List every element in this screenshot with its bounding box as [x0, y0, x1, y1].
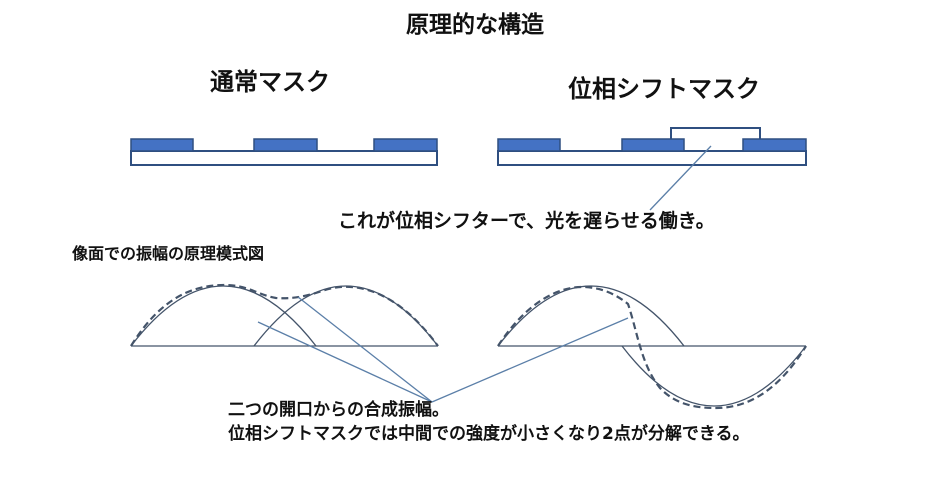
caption-pointer-2 — [257, 321, 433, 403]
normal-amplitude-plot — [130, 283, 439, 347]
amplitude-subtitle: 像面での振幅の原理模式図 — [72, 244, 265, 263]
normal-mask-chrome-1 — [130, 138, 194, 152]
caption-pointer-1 — [297, 296, 433, 403]
psm-chrome-1 — [497, 138, 561, 152]
psm-aperture-1-amplitude — [497, 285, 685, 347]
shifter-pointer — [649, 145, 712, 211]
psm-chrome-2 — [621, 138, 685, 152]
normal-combined-amplitude — [130, 283, 439, 347]
caption-pointer-3 — [431, 317, 629, 403]
psm-chrome-3 — [742, 138, 807, 152]
combined-amplitude-caption-line1: 二つの開口からの合成振幅。 — [228, 400, 449, 420]
phase-shift-mask — [497, 127, 807, 166]
psm-aperture-2-amplitude — [621, 345, 807, 407]
phase-shift-mask-label: 位相シフトマスク — [568, 75, 760, 103]
normal-mask-substrate — [130, 150, 438, 166]
diagram-title: 原理的な構造 — [406, 12, 544, 38]
phase-shifter-note: これが位相シフターで、光を遅らせる働き。 — [338, 210, 715, 232]
normal-mask-label: 通常マスク — [210, 68, 330, 96]
normal-aperture-1-amplitude — [130, 285, 317, 347]
phase-shifter — [670, 127, 761, 139]
psm-amplitude-plot — [497, 285, 807, 410]
normal-mask-chrome-3 — [373, 138, 438, 152]
normal-mask-chrome-2 — [253, 138, 318, 152]
psm-combined-amplitude — [497, 285, 807, 410]
normal-mask — [130, 138, 438, 166]
combined-amplitude-caption-line2: 位相シフトマスクでは中間での強度が小さくなり2点が分解できる。 — [228, 424, 750, 444]
psm-substrate — [497, 150, 807, 166]
